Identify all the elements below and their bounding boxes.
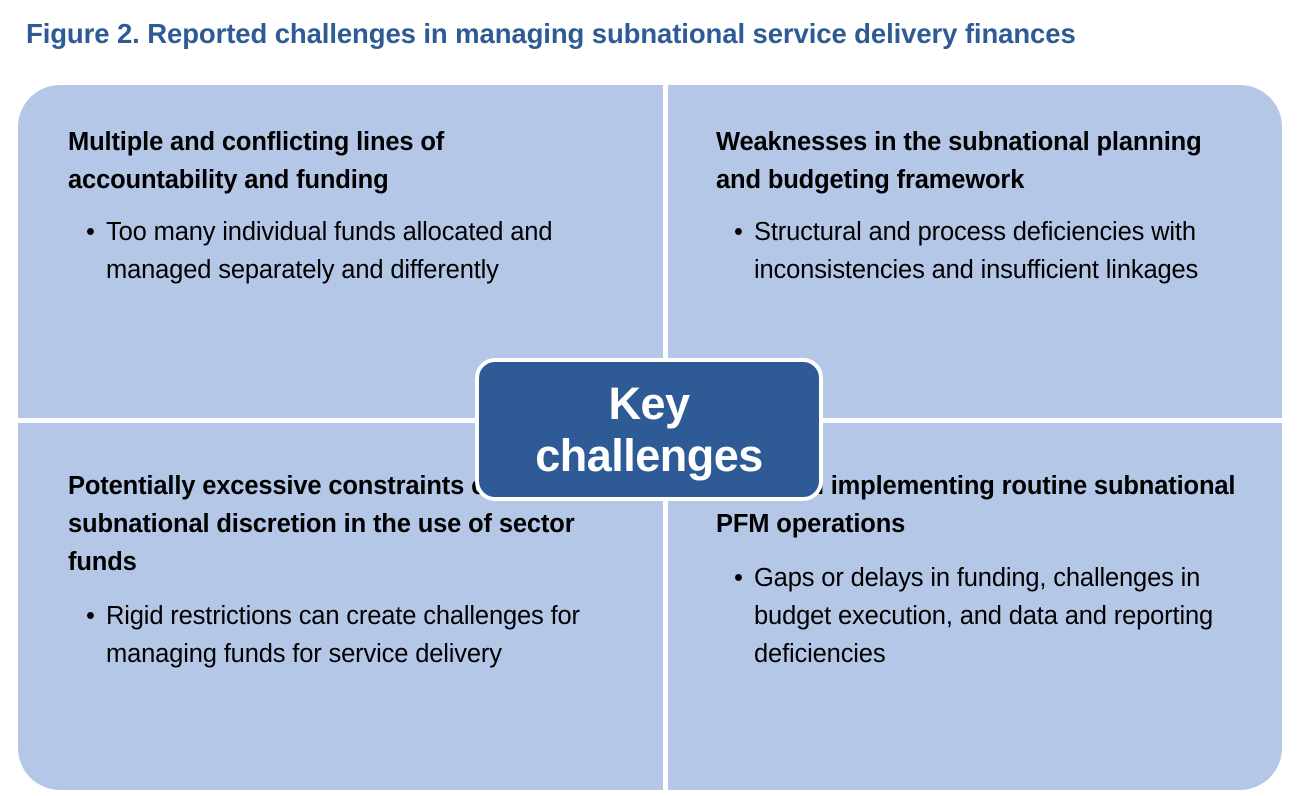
list-item: • Too many individual funds allocated an… xyxy=(82,213,617,289)
list-item: • Rigid restrictions can create challeng… xyxy=(82,597,617,673)
list-item-text: Gaps or delays in funding, challenges in… xyxy=(754,564,1214,668)
list-item: • Gaps or delays in funding, challenges … xyxy=(730,559,1242,673)
quadrant-top-left-bullet-list: • Too many individual funds allocated an… xyxy=(82,213,617,289)
center-badge-label: Key challenges xyxy=(535,377,763,481)
list-item-text: Structural and process deficiencies with… xyxy=(754,218,1199,284)
quadrant-bottom-left: Potentially excessive constraints on sub… xyxy=(18,423,663,790)
quadrant-matrix-panel: Multiple and conflicting lines of accoun… xyxy=(18,85,1282,790)
quadrant-top-right-heading: Weaknesses in the subnational planning a… xyxy=(716,128,1202,194)
bullet-dot-icon: • xyxy=(86,602,95,630)
list-item: • Structural and process deficiencies wi… xyxy=(730,213,1242,289)
figure-title: Figure 2. Reported challenges in managin… xyxy=(26,18,1076,49)
list-item-text: Too many individual funds allocated and … xyxy=(106,218,553,284)
quadrant-bottom-left-bullet-list: • Rigid restrictions can create challeng… xyxy=(82,597,617,673)
quadrant-top-left: Multiple and conflicting lines of accoun… xyxy=(18,85,663,418)
center-key-challenges-badge: Key challenges xyxy=(475,358,823,501)
quadrant-top-right: Weaknesses in the subnational planning a… xyxy=(668,85,1282,418)
quadrant-top-right-bullet-list: • Structural and process deficiencies wi… xyxy=(730,213,1242,289)
bullet-dot-icon: • xyxy=(86,218,95,246)
quadrant-bottom-right-bullet-list: • Gaps or delays in funding, challenges … xyxy=(730,559,1242,673)
quadrant-top-left-heading: Multiple and conflicting lines of accoun… xyxy=(68,128,445,194)
bullet-dot-icon: • xyxy=(734,218,743,246)
bullet-dot-icon: • xyxy=(734,564,743,592)
list-item-text: Rigid restrictions can create challenges… xyxy=(106,602,580,668)
quadrant-bottom-left-heading: Potentially excessive constraints on sub… xyxy=(68,472,575,576)
